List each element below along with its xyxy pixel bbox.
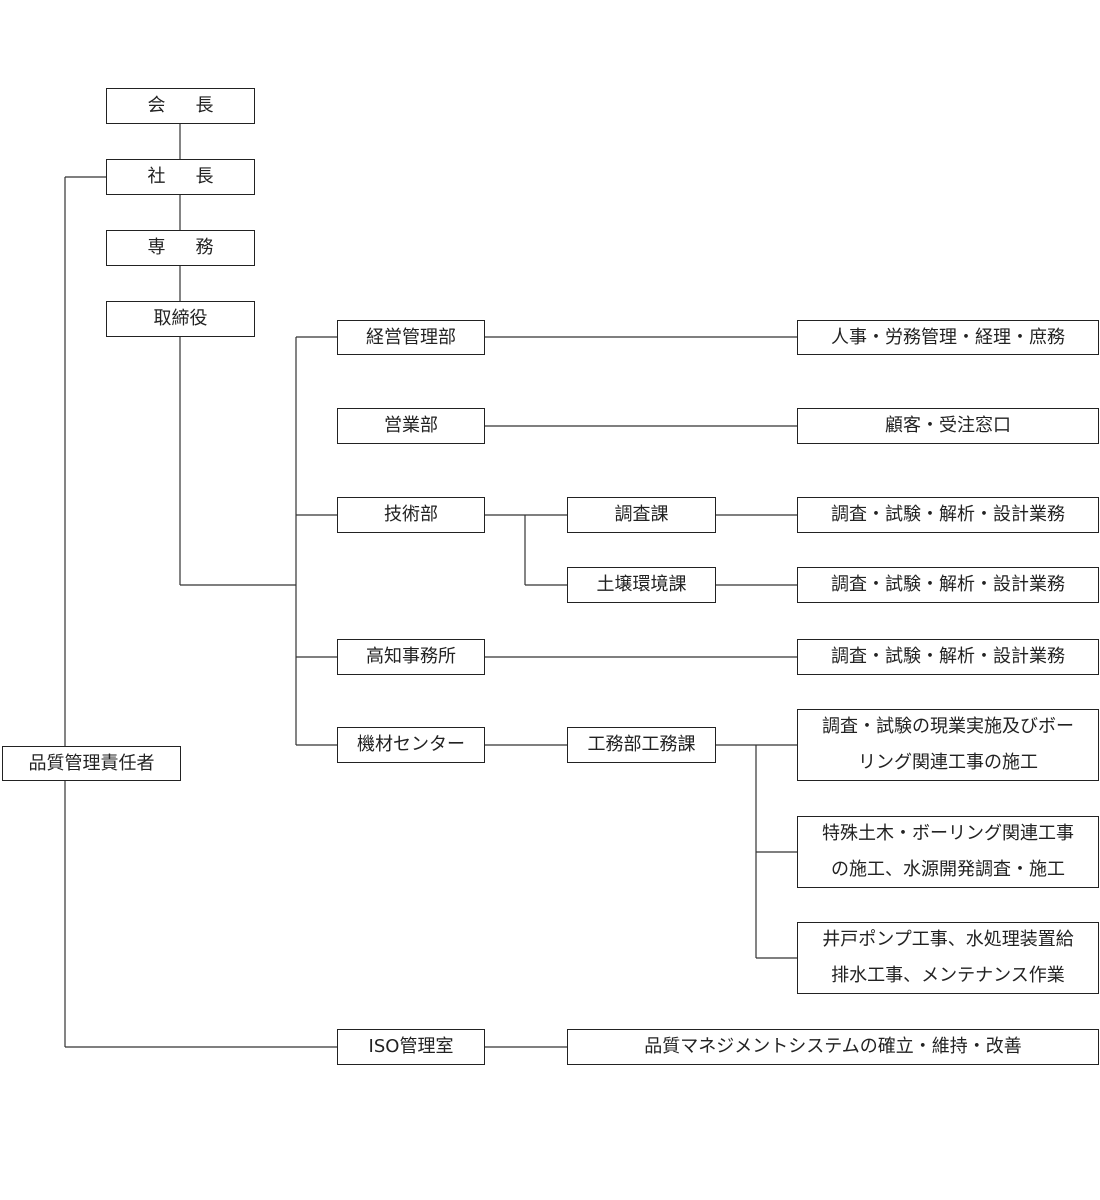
survey-duties-label: 調査・試験・解析・設計業務 — [831, 504, 1065, 525]
mgmt-duties-label: 人事・労務管理・経理・庶務 — [831, 326, 1065, 348]
survey-section-box: 調査課 — [567, 497, 716, 533]
works-duty-3-line-1: 井戸ポンプ工事、水処理装置給 — [822, 929, 1074, 950]
director-label: 取締役 — [153, 308, 208, 329]
soil-duties-label: 調査・試験・解析・設計業務 — [831, 574, 1065, 595]
works-duty-3-line-2: 排水工事、メンテナンス作業 — [831, 965, 1065, 986]
soil-duties-box: 調査・試験・解析・設計業務 — [797, 567, 1099, 603]
iso-office-label: ISO管理室 — [368, 1036, 454, 1057]
iso-office-box: ISO管理室 — [337, 1029, 485, 1065]
works-duty-1-line-1: 調査・試験の現業実施及びボー — [822, 716, 1074, 737]
equipment-center-label: 機材センター — [357, 734, 465, 755]
quality-manager-box: 品質管理責任者 — [2, 746, 181, 781]
equipment-center-box: 機材センター — [337, 727, 485, 763]
works-duty-2-line-1: 特殊土木・ボーリング関連工事 — [822, 823, 1074, 844]
president-label-1: 社 — [147, 166, 166, 187]
president-label-2: 長 — [195, 166, 214, 187]
tech-dept-box: 技術部 — [337, 497, 485, 533]
kochi-office-label: 高知事務所 — [366, 646, 456, 667]
survey-duties-box: 調査・試験・解析・設計業務 — [797, 497, 1099, 533]
sales-duties-label: 顧客・受注窓口 — [885, 415, 1011, 436]
iso-duties-box: 品質マネジメントシステムの確立・維持・改善 — [567, 1029, 1099, 1065]
sales-duties-box: 顧客・受注窓口 — [797, 408, 1099, 444]
kochi-duties-label: 調査・試験・解析・設計業務 — [831, 646, 1065, 667]
chairman-box: 会 長 — [106, 88, 255, 124]
works-section-label: 工務部工務課 — [587, 734, 696, 755]
executive-label-1: 専 — [147, 237, 166, 258]
president-box: 社 長 — [106, 159, 255, 195]
director-box: 取締役 — [106, 301, 255, 337]
tech-dept-label: 技術部 — [384, 504, 438, 525]
survey-section-label: 調査課 — [614, 504, 669, 525]
quality-manager-label: 品質管理責任者 — [28, 752, 155, 774]
works-duty-1-line-2: リング関連工事の施工 — [858, 752, 1038, 773]
iso-duties-label: 品質マネジメントシステムの確立・維持・改善 — [644, 1036, 1022, 1057]
works-duty-2-box: 特殊土木・ボーリング関連工事 の施工、水源開発調査・施工 — [797, 816, 1099, 888]
kochi-office-box: 高知事務所 — [337, 639, 485, 675]
works-section-box: 工務部工務課 — [567, 727, 716, 763]
chairman-label-2: 長 — [195, 95, 214, 116]
works-duty-2-line-2: の施工、水源開発調査・施工 — [831, 859, 1065, 880]
kochi-duties-box: 調査・試験・解析・設計業務 — [797, 639, 1099, 675]
mgmt-dept-label: 経営管理部 — [366, 326, 456, 348]
soil-section-box: 土壌環境課 — [567, 567, 716, 603]
executive-box: 専 務 — [106, 230, 255, 266]
works-duty-1-box: 調査・試験の現業実施及びボー リング関連工事の施工 — [797, 709, 1099, 781]
sales-dept-label: 営業部 — [384, 415, 438, 436]
chairman-label-1: 会 — [147, 95, 166, 116]
works-duty-3-box: 井戸ポンプ工事、水処理装置給 排水工事、メンテナンス作業 — [797, 922, 1099, 994]
mgmt-dept-box: 経営管理部 — [337, 320, 485, 355]
sales-dept-box: 営業部 — [337, 408, 485, 444]
mgmt-duties-box: 人事・労務管理・経理・庶務 — [797, 320, 1099, 355]
soil-section-label: 土壌環境課 — [596, 574, 687, 595]
executive-label-2: 務 — [195, 237, 214, 258]
